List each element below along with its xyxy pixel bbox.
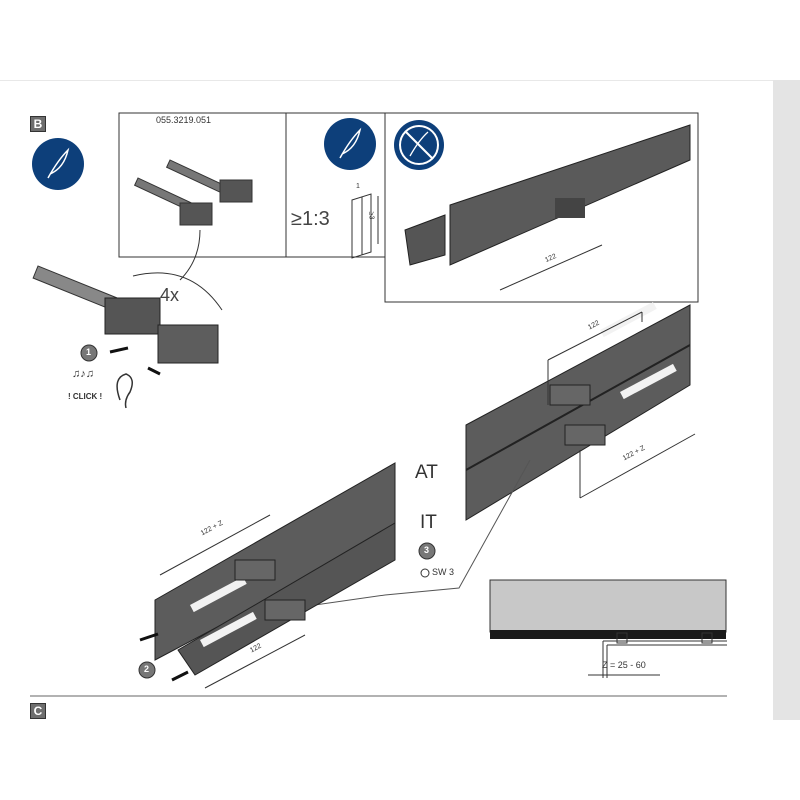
- step-3-badge: [418, 542, 436, 560]
- ratio-width: 1: [356, 183, 360, 190]
- z-range-label: Z = 25 - 60: [602, 660, 646, 670]
- label-at: AT: [415, 462, 438, 483]
- music-notes-icon: ♫♪♫: [72, 368, 94, 380]
- label-it: IT: [420, 512, 437, 533]
- section-c-label: C: [30, 703, 46, 719]
- hex-key-icon: [420, 568, 430, 578]
- click-text: ! CLICK !: [68, 392, 103, 401]
- section-b-label: B: [30, 116, 46, 132]
- step-1-number: 1: [86, 347, 92, 357]
- feather-icon-1: [32, 138, 84, 190]
- step-2-badge: [138, 661, 156, 679]
- tool-label: SW 3: [432, 567, 455, 577]
- part-number: 055.3219.051: [156, 115, 212, 125]
- page-top-border: [0, 80, 773, 81]
- feather-icon-2: [324, 118, 376, 170]
- quantity-label: 4x: [160, 285, 180, 305]
- step-1-badge: [80, 344, 98, 362]
- step-2-number: 2: [144, 664, 150, 674]
- panel-no-lube: [384, 112, 699, 303]
- ratio-height: ≥3: [367, 211, 375, 220]
- step-3-number: 3: [424, 545, 430, 555]
- ratio-label: ≥1:3: [291, 208, 330, 230]
- ear-icon: [116, 373, 133, 409]
- page-scrollbar[interactable]: [773, 80, 800, 720]
- no-feather-icon: [394, 120, 444, 170]
